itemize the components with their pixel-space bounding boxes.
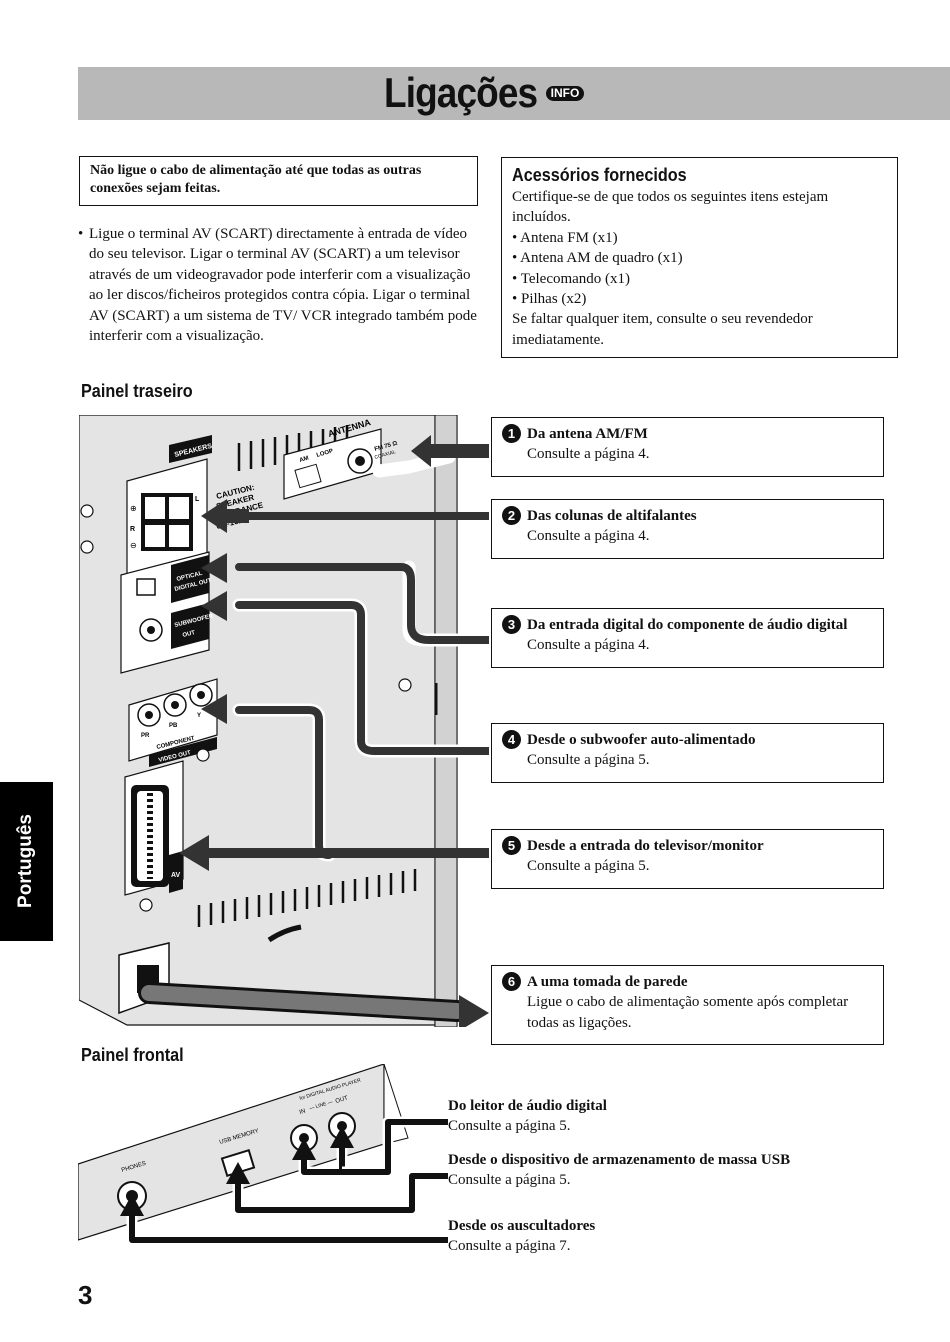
callout-sub: Consulte a página 5. bbox=[527, 752, 650, 769]
callout-subwoofer: 4 Desde o subwoofer auto-alimentado Cons… bbox=[491, 723, 884, 783]
svg-text:IN: IN bbox=[299, 1108, 306, 1115]
callout-sub: Consulte a página 4. bbox=[527, 446, 650, 463]
front-panel-heading: Painel frontal bbox=[81, 1045, 184, 1065]
language-tab-label: Português bbox=[15, 814, 36, 908]
front-panel-illustration: PHONES USB MEMORY for DIGITAL AUDIO PLAY… bbox=[78, 1064, 448, 1246]
scart-terminal: AV bbox=[124, 760, 184, 896]
svg-text:COAXIAL: COAXIAL bbox=[374, 449, 397, 461]
callout-number: 2 bbox=[502, 506, 521, 525]
accessories-heading: Acessórios fornecidos bbox=[512, 165, 687, 185]
accessory-item: • Telecomando (x1) bbox=[512, 270, 631, 287]
optical-subwoofer-terminals: OPTICAL DIGITAL OUT SUBWOOFER OUT bbox=[120, 551, 215, 674]
accessory-item: • Antena AM de quadro (x1) bbox=[512, 250, 683, 267]
svg-text:L: L bbox=[195, 496, 200, 503]
svg-text:R: R bbox=[130, 526, 135, 533]
front-item-title: Desde o dispositivo de armazenamento de … bbox=[448, 1152, 791, 1168]
intro-text: Ligue o terminal AV (SCART) directamente… bbox=[89, 226, 477, 345]
callout-sub: Consulte a página 4. bbox=[527, 637, 650, 654]
callout-digital-input: 3 Da entrada digital do componente de áu… bbox=[491, 608, 884, 668]
svg-text:LOOP: LOOP bbox=[316, 448, 334, 458]
callout-title: Desde a entrada do televisor/monitor bbox=[527, 838, 764, 854]
svg-text:⊕: ⊕ bbox=[130, 504, 137, 513]
svg-text:⊖: ⊖ bbox=[130, 541, 137, 550]
callout-sub: Consulte a página 4. bbox=[527, 528, 650, 545]
front-item-title: Desde os auscultadores bbox=[448, 1218, 596, 1234]
front-item-sub: Consulte a página 7. bbox=[448, 1238, 571, 1255]
front-item-sub: Consulte a página 5. bbox=[448, 1118, 571, 1135]
accessory-item: • Antena FM (x1) bbox=[512, 229, 618, 246]
callout-title: A uma tomada de parede bbox=[527, 974, 688, 990]
accessories-outro: Se faltar qualquer item, consulte o seu … bbox=[512, 311, 813, 348]
svg-text:AV: AV bbox=[171, 872, 181, 879]
rear-panel-heading: Painel traseiro bbox=[81, 381, 193, 401]
accessory-item: • Pilhas (x2) bbox=[512, 291, 587, 308]
front-item-usb: Desde o dispositivo de armazenamento de … bbox=[448, 1150, 790, 1191]
callout-speakers: 2 Das colunas de altifalantes Consulte a… bbox=[491, 499, 884, 559]
callout-title: Das colunas de altifalantes bbox=[527, 508, 697, 524]
svg-text:PR: PR bbox=[141, 733, 150, 739]
callout-number: 3 bbox=[502, 615, 521, 634]
intro-bullet: • Ligue o terminal AV (SCART) directamen… bbox=[78, 224, 478, 346]
callout-sub: Consulte a página 5. bbox=[527, 858, 650, 875]
svg-text:AM: AM bbox=[299, 456, 310, 464]
callout-number: 4 bbox=[502, 730, 521, 749]
callout-title: Desde o subwoofer auto-alimentado bbox=[527, 732, 756, 748]
svg-text:OUT: OUT bbox=[335, 1095, 349, 1105]
info-badge: INFO bbox=[546, 86, 584, 101]
front-item-title: Do leitor de áudio digital bbox=[448, 1098, 607, 1114]
page-number: 3 bbox=[78, 1280, 93, 1310]
front-item-digital-audio: Do leitor de áudio digital Consulte a pá… bbox=[448, 1096, 607, 1137]
language-tab bbox=[0, 782, 53, 941]
bullet-mark: • bbox=[78, 226, 84, 242]
callout-antenna: 1 Da antena AM/FM Consulte a página 4. bbox=[491, 417, 884, 477]
front-item-headphones: Desde os auscultadores Consulte a página… bbox=[448, 1216, 595, 1257]
callout-number: 5 bbox=[502, 836, 521, 855]
component-video-terminals: PR PB Y COMPONENT VIDEO OUT bbox=[128, 678, 218, 767]
page-title: Ligações bbox=[384, 69, 538, 116]
svg-text:PB: PB bbox=[169, 723, 178, 729]
callout-wall-outlet: 6 A uma tomada de parede Ligue o cabo de… bbox=[491, 965, 884, 1045]
warning-box: Não ligue o cabo de alimentação até que … bbox=[79, 156, 478, 206]
callout-title: Da entrada digital do componente de áudi… bbox=[527, 617, 848, 633]
accessories-intro: Certifique-se de que todos os seguintes … bbox=[512, 189, 829, 226]
front-item-sub: Consulte a página 5. bbox=[448, 1172, 571, 1189]
callout-title: Da antena AM/FM bbox=[527, 426, 648, 442]
callout-tv-monitor: 5 Desde a entrada do televisor/monitor C… bbox=[491, 829, 884, 889]
title-band bbox=[78, 67, 950, 120]
antenna-terminal: ANTENNA AM LOOP FM 75 Ω COAXIAL bbox=[283, 417, 398, 500]
callout-sub: Ligue o cabo de alimentação somente após… bbox=[527, 994, 849, 1031]
callout-number: 1 bbox=[502, 424, 521, 443]
callout-number: 6 bbox=[502, 972, 521, 991]
accessories-box: Acessórios fornecidos Certifique-se de q… bbox=[501, 157, 898, 358]
svg-text:Y: Y bbox=[197, 713, 201, 719]
rear-panel-illustration: ANTENNA AM LOOP FM 75 Ω COAXIAL SPEAKERS… bbox=[79, 415, 489, 1027]
svg-text:OUT: OUT bbox=[182, 630, 196, 639]
